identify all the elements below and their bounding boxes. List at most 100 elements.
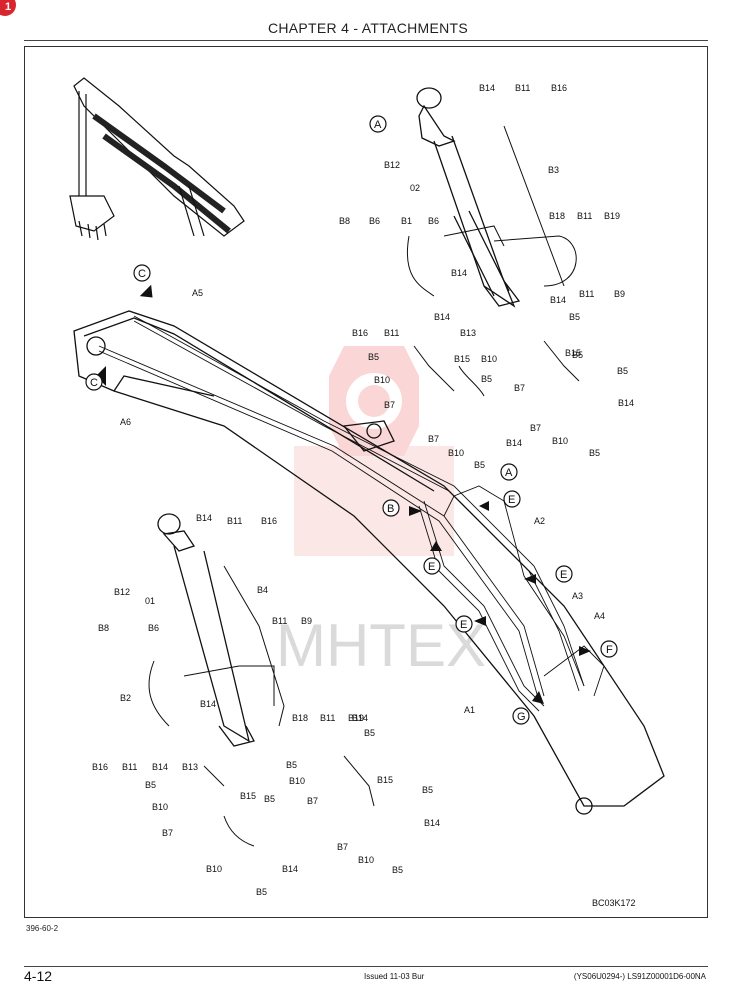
svg-text:B9: B9	[301, 616, 312, 626]
svg-text:B18: B18	[549, 211, 565, 221]
svg-text:B7: B7	[428, 434, 439, 444]
svg-text:B7: B7	[162, 828, 173, 838]
svg-text:B9: B9	[614, 289, 625, 299]
svg-text:A5: A5	[192, 288, 203, 298]
svg-text:B5: B5	[392, 865, 403, 875]
svg-text:E: E	[428, 561, 435, 573]
boom-parts-diagram: MHTEX	[69, 77, 665, 908]
svg-text:B5: B5	[364, 728, 375, 738]
svg-text:B15: B15	[240, 791, 256, 801]
svg-text:B11: B11	[320, 713, 335, 723]
svg-text:B11: B11	[515, 83, 530, 93]
labels-bottom-group: B14 B11 B16 B12 01 B4 B6 B8 B11 B9 B2 B1…	[92, 513, 440, 897]
svg-text:B14: B14	[152, 762, 168, 772]
svg-text:B7: B7	[514, 383, 525, 393]
svg-text:B19: B19	[604, 211, 620, 221]
labels-boom: A5 A6 A2 A3 A4 A1	[120, 288, 605, 715]
svg-text:B14: B14	[424, 818, 440, 828]
svg-text:B11: B11	[384, 328, 399, 338]
svg-text:B10: B10	[552, 436, 568, 446]
issued-date: Issued 11-03 Bur	[364, 972, 425, 981]
svg-text:A4: A4	[594, 611, 605, 621]
svg-text:B2: B2	[120, 693, 131, 703]
svg-text:B6: B6	[369, 216, 380, 226]
svg-text:B19: B19	[348, 713, 364, 723]
svg-text:B16: B16	[352, 328, 368, 338]
figure-code: BC03K172	[592, 898, 636, 908]
svg-text:B7: B7	[384, 400, 395, 410]
svg-text:B8: B8	[98, 623, 109, 633]
svg-text:B5: B5	[422, 785, 433, 795]
svg-text:B14: B14	[196, 513, 212, 523]
footer-rule	[24, 966, 708, 967]
bottom-pipes	[148, 565, 375, 847]
svg-text:B10: B10	[481, 354, 497, 364]
callout-circles	[85, 115, 618, 725]
svg-text:B7: B7	[307, 796, 318, 806]
svg-text:B7: B7	[337, 842, 348, 852]
svg-text:B10: B10	[374, 375, 390, 385]
callout-letters: A C C B A E E E E F G	[90, 119, 613, 723]
svg-text:B15: B15	[565, 348, 581, 358]
svg-text:B16: B16	[551, 83, 567, 93]
svg-text:B13: B13	[460, 328, 476, 338]
svg-text:A: A	[374, 119, 382, 131]
svg-text:B5: B5	[286, 760, 297, 770]
svg-text:B5: B5	[617, 366, 628, 376]
svg-text:B15: B15	[377, 775, 393, 785]
svg-text:B14: B14	[352, 713, 368, 723]
document-codes: (YS06U0294-) LS91Z00001D6-00NA	[573, 972, 706, 981]
header-rule	[24, 40, 708, 41]
svg-text:A2: A2	[534, 516, 545, 526]
svg-text:01: 01	[145, 596, 155, 606]
svg-text:B8: B8	[339, 216, 350, 226]
svg-text:B6: B6	[148, 623, 159, 633]
svg-text:B4: B4	[257, 585, 268, 595]
svg-text:B14: B14	[282, 864, 298, 874]
svg-text:B16: B16	[92, 762, 108, 772]
svg-text:E: E	[460, 619, 467, 631]
svg-text:02: 02	[410, 183, 420, 193]
svg-text:B14: B14	[434, 312, 450, 322]
svg-text:B6: B6	[428, 216, 439, 226]
svg-text:B10: B10	[358, 855, 374, 865]
corner-mark: 1	[0, 0, 16, 16]
svg-text:C: C	[138, 268, 146, 280]
svg-text:B14: B14	[506, 438, 522, 448]
boom-structure	[73, 310, 665, 815]
svg-text:B5: B5	[474, 460, 485, 470]
top-cylinder	[416, 87, 521, 308]
svg-text:B16: B16	[261, 516, 277, 526]
svg-text:B12: B12	[114, 587, 130, 597]
svg-text:B15: B15	[454, 354, 470, 364]
svg-text:B5: B5	[368, 352, 379, 362]
svg-text:B5: B5	[256, 887, 267, 897]
svg-text:B10: B10	[206, 864, 222, 874]
svg-text:B11: B11	[227, 516, 242, 526]
svg-text:B10: B10	[289, 776, 305, 786]
svg-text:B5: B5	[264, 794, 275, 804]
page-number: 4-12	[24, 968, 53, 984]
watermark-text: MHTEX	[276, 612, 486, 679]
svg-text:B18: B18	[292, 713, 308, 723]
arrows	[96, 284, 591, 704]
svg-text:B11: B11	[272, 616, 287, 626]
svg-text:A: A	[505, 467, 513, 479]
top-pipes	[407, 125, 580, 397]
svg-text:F: F	[606, 644, 613, 656]
svg-text:B14: B14	[200, 699, 216, 709]
svg-text:E: E	[560, 569, 567, 581]
bottom-cylinder	[157, 513, 255, 747]
svg-text:B14: B14	[550, 295, 566, 305]
svg-text:B11: B11	[577, 211, 592, 221]
svg-text:B1: B1	[401, 216, 412, 226]
svg-text:B7: B7	[530, 423, 541, 433]
svg-text:B5: B5	[572, 350, 583, 360]
figure-id: 396-60-2	[26, 924, 59, 933]
chapter-title: CHAPTER 4 - ATTACHMENTS	[267, 20, 469, 36]
svg-text:B12: B12	[384, 160, 400, 170]
svg-text:B10: B10	[152, 802, 168, 812]
figure-frame	[24, 46, 708, 918]
svg-text:B14: B14	[451, 268, 467, 278]
svg-text:C: C	[90, 377, 98, 389]
